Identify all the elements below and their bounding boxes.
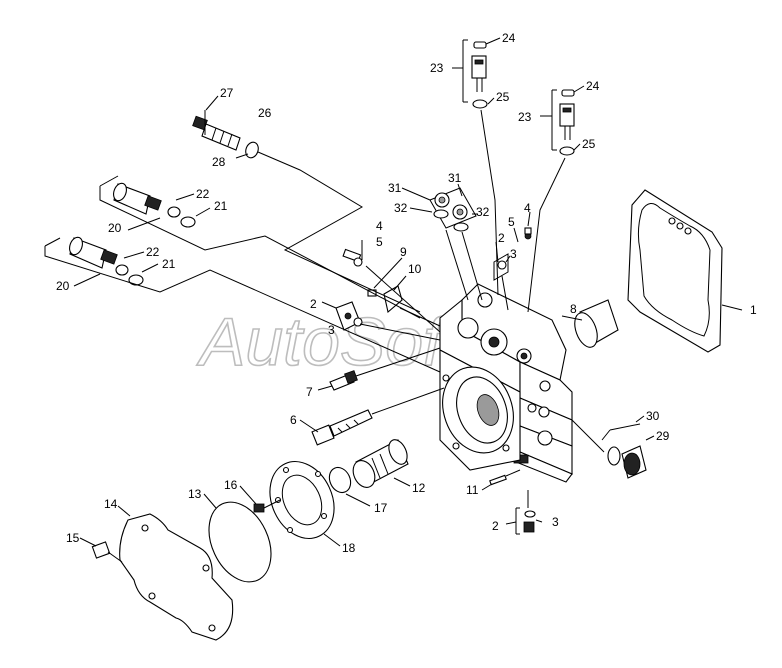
screw-16 bbox=[253, 499, 281, 513]
callout-20: 20 bbox=[56, 279, 70, 293]
callout-7: 7 bbox=[306, 385, 313, 399]
callout-30: 30 bbox=[646, 409, 660, 423]
valve-left-top bbox=[462, 39, 499, 296]
callout-17: 17 bbox=[374, 501, 388, 515]
pump-housing bbox=[439, 283, 573, 483]
callout-14: 14 bbox=[104, 497, 118, 511]
callout-6: 6 bbox=[290, 413, 297, 427]
callout-28: 28 bbox=[212, 155, 226, 169]
cartridge-20-upper bbox=[113, 182, 196, 228]
valve-right-top bbox=[527, 89, 575, 313]
callout-11: 11 bbox=[466, 483, 479, 497]
callout-2: 2 bbox=[498, 231, 505, 245]
callout-21: 21 bbox=[214, 199, 228, 213]
watermark: AutoSoft bbox=[196, 304, 464, 380]
plug-29-30 bbox=[601, 423, 647, 479]
callout-13: 13 bbox=[188, 487, 202, 501]
callout-31: 31 bbox=[388, 181, 402, 195]
leader-lines bbox=[44, 37, 655, 547]
callout-15: 15 bbox=[66, 531, 80, 545]
plug-8 bbox=[574, 299, 619, 348]
callout-20: 20 bbox=[108, 221, 122, 235]
callout-26: 26 bbox=[258, 106, 272, 120]
callout-27: 27 bbox=[220, 86, 234, 100]
callout-12: 12 bbox=[412, 481, 426, 495]
callout-3: 3 bbox=[328, 323, 335, 337]
plugs-31-32 bbox=[429, 187, 483, 301]
callout-23: 23 bbox=[430, 61, 444, 75]
fittings-left bbox=[335, 248, 403, 331]
callout-9: 9 bbox=[400, 245, 407, 259]
callout-22: 22 bbox=[146, 245, 160, 259]
callout-4: 4 bbox=[376, 219, 383, 233]
callout-5: 5 bbox=[508, 215, 515, 229]
seal-13 bbox=[208, 501, 272, 583]
callout-labels: 1 2 2 2 3 3 3 4 4 5 5 6 7 8 9 10 11 12 1… bbox=[56, 31, 757, 555]
fittings-upper-right bbox=[493, 227, 532, 311]
callout-32: 32 bbox=[394, 201, 408, 215]
callout-2: 2 bbox=[492, 519, 499, 533]
callout-4: 4 bbox=[524, 201, 531, 215]
callout-25: 25 bbox=[582, 137, 596, 151]
callout-3: 3 bbox=[510, 247, 517, 261]
cover-18 bbox=[269, 461, 335, 539]
callout-3: 3 bbox=[552, 515, 559, 529]
callout-10: 10 bbox=[408, 262, 422, 276]
ring-17 bbox=[328, 466, 352, 494]
fitting-lower bbox=[515, 507, 536, 535]
callout-31: 31 bbox=[448, 171, 462, 185]
callout-21: 21 bbox=[162, 257, 176, 271]
callout-2: 2 bbox=[310, 297, 317, 311]
callout-24: 24 bbox=[586, 79, 600, 93]
callout-24: 24 bbox=[502, 31, 516, 45]
callout-25: 25 bbox=[496, 90, 510, 104]
callout-18: 18 bbox=[342, 541, 356, 555]
callout-22: 22 bbox=[196, 187, 210, 201]
callout-23: 23 bbox=[518, 110, 532, 124]
bolt-15 bbox=[91, 541, 123, 563]
callout-32: 32 bbox=[476, 205, 490, 219]
callout-8: 8 bbox=[570, 302, 577, 316]
callout-29: 29 bbox=[656, 429, 670, 443]
screw-7 bbox=[329, 347, 441, 391]
bolt-6 bbox=[311, 387, 445, 446]
callout-1: 1 bbox=[750, 303, 757, 317]
part-gasket bbox=[627, 189, 743, 353]
cartridge-20-lower bbox=[69, 236, 144, 286]
pin-11 bbox=[489, 474, 507, 486]
shaft-12 bbox=[352, 439, 409, 488]
callout-5: 5 bbox=[376, 235, 383, 249]
callout-16: 16 bbox=[224, 478, 238, 492]
plate-14 bbox=[119, 513, 234, 641]
cartridge-26 bbox=[192, 115, 259, 159]
